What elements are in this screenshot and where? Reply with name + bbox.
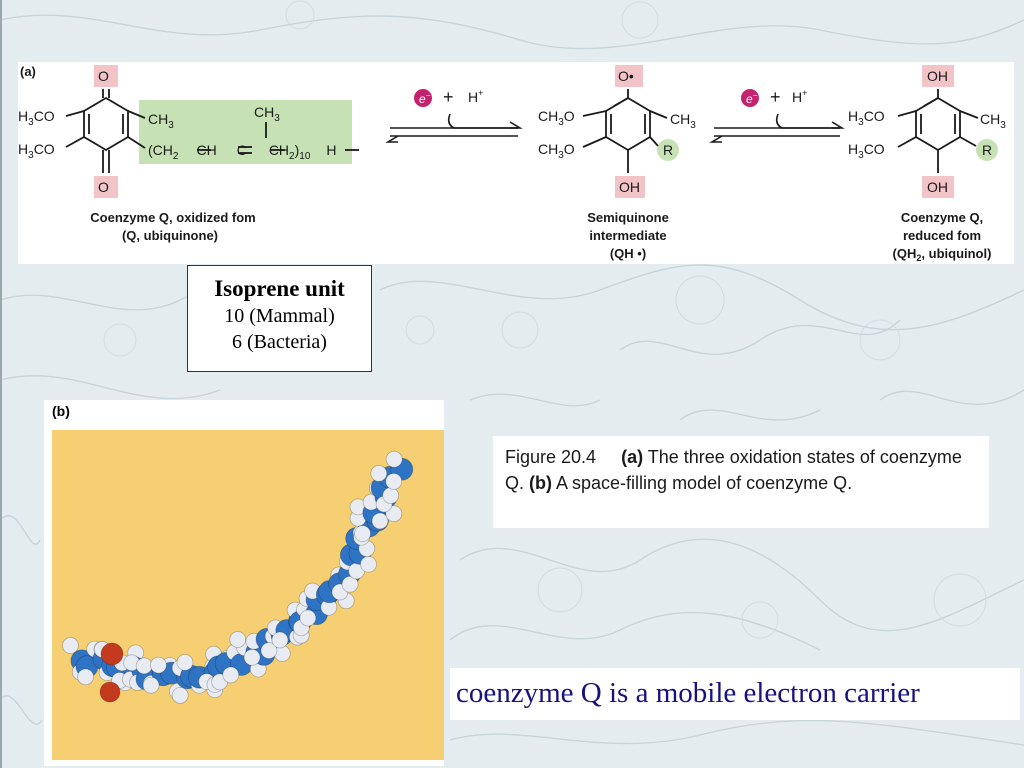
caption-b-label: (b): [529, 473, 552, 493]
figure-panel-a: (a) O O: [18, 62, 1014, 264]
panel-a-label: (a): [20, 64, 36, 79]
caption-b-text: A space-filling model of coenzyme Q.: [552, 473, 853, 493]
figure-caption: Figure 20.4 (a) The three oxidation stat…: [493, 436, 989, 528]
highlight-top-hydroxyl: [922, 65, 954, 87]
methoxy-group-2: CH3O: [538, 141, 575, 161]
slide-tagline: coenzyme Q is a mobile electron carrier: [450, 668, 1020, 720]
isoprene-methyl: CH3: [254, 104, 280, 124]
methoxy-group-1: H3CO: [848, 108, 885, 128]
reaction-arrow-1: e− + H+: [385, 87, 523, 143]
proton-label: H+: [792, 88, 807, 105]
ubiquinone-caption: Coenzyme Q, oxidized fom: [90, 210, 255, 225]
ubiquinone-caption-abbrev: (Q, ubiquinone): [122, 228, 218, 243]
highlight-top-oxygen: [94, 65, 118, 87]
isoprene-count-mammal: 10 (Mammal): [224, 305, 335, 327]
svg-text:+: +: [443, 87, 454, 107]
hydrogen-atom: [150, 656, 167, 674]
ubiquinol-ring: [897, 89, 979, 173]
hydrogen-atom: [229, 631, 247, 648]
hydrogen-atom: [360, 555, 377, 573]
svg-text:e−: e−: [746, 91, 758, 106]
hydrogen-atom: [260, 642, 278, 659]
hydrogen-atom: [385, 472, 403, 490]
electron-icon: [741, 89, 759, 107]
isoprene-unit-title: Isoprene unit: [214, 276, 345, 301]
hydrogen-atom: [142, 676, 160, 694]
hydrogen-atom: [243, 648, 261, 666]
highlight-radical-oxygen: [615, 65, 643, 87]
proton-label: H+: [468, 88, 483, 105]
space-filling-model: [52, 430, 444, 760]
semiquinone-ring: [582, 89, 668, 173]
ubiquinol-structure: OH OH R H3CO H3CO CH3 Coenzyme Q, reduce…: [848, 65, 1006, 263]
svg-text:e−: e−: [419, 91, 431, 106]
hydrogen-atom: [171, 686, 189, 704]
hydrogen-atom: [77, 668, 94, 686]
highlight-bottom-oxygen: [94, 176, 118, 198]
svg-text:intermediate: intermediate: [589, 228, 666, 243]
hydrogen-atom: [62, 637, 79, 654]
hydrogen-atom: [385, 450, 403, 468]
hydroxyl-group: OH: [619, 179, 640, 195]
svg-text:+: +: [770, 87, 781, 107]
methoxy-group-1: H3CO: [18, 108, 55, 128]
electron-icon: [414, 89, 432, 107]
methoxy-group-2: H3CO: [848, 141, 885, 161]
highlight-bottom-hydroxyl: [922, 176, 954, 198]
r-group: R: [663, 142, 673, 158]
semiquinone-abbrev: (QH •): [610, 246, 646, 261]
methyl-group: CH3: [670, 111, 696, 131]
hydroxyl-group-bottom: OH: [927, 179, 948, 195]
radical-oxygen: O•: [618, 68, 634, 84]
highlight-hydroxyl: [615, 176, 645, 198]
hydrogen-atom: [385, 505, 403, 523]
isoprene-count-bacteria: 6 (Bacteria): [232, 331, 327, 353]
hydrogen-atom: [371, 512, 389, 530]
methoxy-group-2: H3CO: [18, 141, 55, 161]
hydroxyl-group-top: OH: [927, 68, 948, 84]
semiquinone-caption: Semiquinone: [587, 210, 669, 225]
figure-panel-b: (b): [44, 400, 444, 766]
oxygen-atom: [99, 681, 121, 703]
hydrogen-atom: [370, 465, 388, 482]
svg-text:reduced fom: reduced fom: [903, 228, 981, 243]
ubiquinol-caption: Coenzyme Q,: [901, 210, 983, 225]
r-group-highlight: [976, 139, 998, 161]
figure-number: Figure 20.4: [505, 447, 597, 467]
hydrogen-atom: [222, 666, 240, 684]
r-group-highlight: [657, 139, 679, 161]
reaction-arrow-2: e− + H+: [709, 87, 845, 143]
semiquinone-structure: O• OH R CH3O CH3O CH3 Semiquinone interm…: [538, 65, 696, 261]
isoprene-unit-box: Isoprene unit 10 (Mammal) 6 (Bacteria): [187, 265, 372, 372]
caption-a-text: The three oxidation states of coenzyme Q…: [505, 447, 962, 493]
oxygen-atom-bottom: O: [98, 179, 109, 195]
oxygen-atom: [100, 642, 124, 666]
methyl-group: CH3: [148, 111, 174, 131]
methyl-group: CH3: [980, 111, 1006, 131]
ubiquinone-ring: [65, 89, 359, 173]
hydrogen-atom: [271, 631, 289, 649]
hydrogen-atom: [382, 487, 400, 504]
r-group: R: [982, 142, 992, 158]
hydrogen-atom: [176, 653, 194, 671]
panel-b-label: (b): [52, 403, 70, 419]
hydrogen-atom: [299, 609, 317, 627]
ubiquinol-abbrev: (QH2, ubiquinol): [893, 246, 992, 263]
hydrogen-atom: [341, 575, 359, 593]
methoxy-group-1: CH3O: [538, 108, 575, 128]
hydrogen-atom: [135, 657, 153, 675]
oxygen-atom-top: O: [98, 68, 109, 84]
caption-a-label: (a): [621, 447, 644, 467]
hydrogen-atom: [354, 525, 371, 542]
